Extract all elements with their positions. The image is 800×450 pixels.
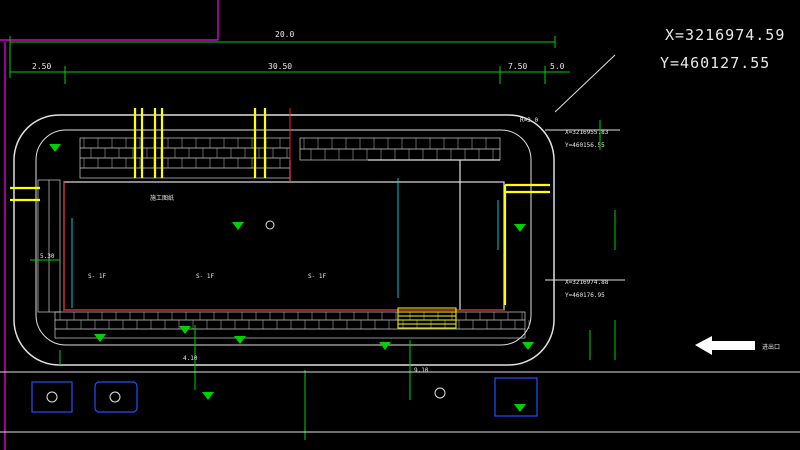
building-walls — [63, 159, 505, 311]
elevation-marker — [234, 336, 246, 344]
coordinate-y-ne: Y=460156.55 — [565, 142, 605, 149]
coordinate-x-main: X=3216974.59 — [665, 26, 785, 44]
inspection-wells — [31, 377, 538, 417]
dim-radius-ne: R=3.0 — [520, 117, 538, 124]
axis-lines — [63, 108, 505, 311]
brick-hatch — [59, 138, 530, 329]
dim-top-total: 20.0 — [275, 30, 294, 39]
room-label-a: S- 1F — [88, 273, 106, 280]
elevation-marker — [49, 144, 61, 152]
west-wall-band — [37, 179, 61, 313]
elevation-marker — [202, 392, 214, 400]
coordinate-x-se: X=3216974.88 — [565, 279, 609, 286]
road-lines — [0, 371, 800, 433]
elevation-marker — [94, 334, 106, 342]
elevation-markers — [49, 144, 534, 412]
cyan-lines — [71, 178, 499, 308]
coordinate-y-se: Y=460176.95 — [565, 292, 605, 299]
inner-boundary — [35, 129, 532, 346]
stair — [397, 307, 457, 329]
well-circles — [46, 220, 446, 403]
dim-road-width: 9.10 — [414, 367, 429, 374]
note-label: 施工图纸 — [150, 194, 174, 202]
dim-right-b: 5.0 — [550, 62, 565, 71]
dim-west-width: 5.30 — [40, 253, 55, 260]
elevation-marker — [514, 404, 526, 412]
entrance-arrow-icon — [695, 336, 755, 355]
leader-lines — [545, 54, 625, 281]
room-label-c: S- 1F — [308, 273, 326, 280]
elevation-marker — [232, 222, 244, 230]
elevation-marker — [522, 342, 534, 350]
dim-south-depth: 4.10 — [183, 355, 198, 362]
dim-left-a: 2.50 — [32, 62, 51, 71]
dim-middle: 30.50 — [268, 62, 292, 71]
dim-right-a: 7.50 — [508, 62, 527, 71]
site-dimension-lines — [30, 120, 616, 440]
entrance-label: 进出口 — [762, 343, 780, 351]
elevation-marker — [514, 224, 526, 232]
room-label-b: S- 1F — [196, 273, 214, 280]
site-boundary — [13, 114, 555, 366]
drawing-frame — [0, 0, 219, 450]
elevation-marker — [379, 342, 391, 350]
coordinate-y-main: Y=460127.55 — [660, 54, 770, 72]
top-dimension-lines — [9, 36, 570, 84]
coordinate-x-ne: X=3216955.83 — [565, 129, 609, 136]
elevation-marker — [179, 326, 191, 334]
yellow-columns — [10, 108, 550, 305]
